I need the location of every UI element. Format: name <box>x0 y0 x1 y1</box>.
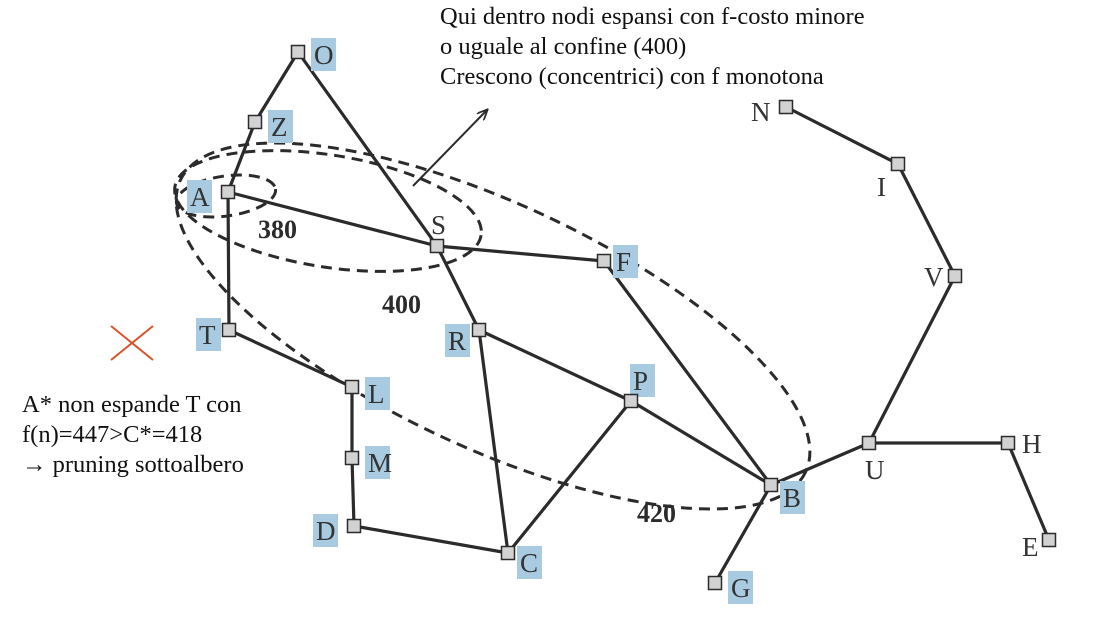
node-label-b: B <box>783 483 801 513</box>
edge-i-n <box>785 105 899 166</box>
note-line: A* non espande T con <box>22 391 242 418</box>
node-label-highlight-c <box>517 546 542 579</box>
contour-label-400: 400 <box>382 290 421 319</box>
graph-edges <box>226 51 1051 584</box>
edge-b-g <box>713 484 773 584</box>
node-p <box>623 393 639 409</box>
edge-m-d <box>350 457 356 527</box>
expanded-nodes-note: Qui dentro nodi espansi con f-costo mino… <box>440 2 865 92</box>
node-u <box>861 435 877 451</box>
node-label-highlight-l <box>365 377 390 410</box>
edge-t-l <box>228 328 353 389</box>
edge-o-s <box>296 51 439 247</box>
node-label-d: D <box>316 516 336 546</box>
node-n <box>778 99 794 115</box>
edge-p-c <box>506 399 633 555</box>
contour-400 <box>173 149 483 273</box>
node-f <box>596 253 612 269</box>
arrow-icon <box>412 110 487 187</box>
node-label-g: G <box>731 573 751 603</box>
node-label-f: F <box>616 247 631 277</box>
contour-label-420: 420 <box>637 499 676 528</box>
node-r <box>471 322 487 338</box>
node-label-n: N <box>751 97 771 127</box>
contour-420 <box>174 141 812 511</box>
node-label-v: V <box>924 262 944 292</box>
node-d <box>346 518 362 534</box>
edge-a-t <box>226 191 231 331</box>
node-label-z: Z <box>271 112 288 142</box>
edge-f-b <box>602 260 773 486</box>
edge-r-p <box>478 328 632 403</box>
node-label-highlight-b <box>780 481 805 514</box>
pruning-note: A* non espande T con f(n)=447>C*=418 → p… <box>22 390 244 480</box>
note-line: Crescono (concentrici) con f monotona <box>440 63 824 90</box>
node-label-highlight-d <box>313 514 338 547</box>
edge-o-z <box>253 51 300 123</box>
node-label-e: E <box>1022 532 1039 562</box>
graph-nodes: O Z A S F T R L M D C P B G U H E V I N <box>187 38 1057 604</box>
note-line: f(n)=447>C*=418 <box>22 421 203 448</box>
edge-h-e <box>1006 442 1051 541</box>
node-label-p: P <box>633 366 648 396</box>
note-line: o uguale al confine (400) <box>440 33 687 60</box>
node-z <box>247 114 263 130</box>
edge-a-s <box>227 190 438 248</box>
node-label-highlight-r <box>445 324 470 357</box>
node-label-a: A <box>190 182 210 212</box>
edge-r-c <box>477 329 510 554</box>
node-label-l: L <box>368 379 385 409</box>
node-label-highlight-p <box>630 364 655 397</box>
node-b <box>763 477 779 493</box>
node-label-highlight-m <box>365 446 390 479</box>
contours: 380 400 420 <box>173 141 812 528</box>
node-o <box>290 44 306 60</box>
edge-p-b <box>630 399 772 487</box>
node-v <box>947 268 963 284</box>
node-label-highlight-t <box>196 318 221 351</box>
node-label-c: C <box>520 548 538 578</box>
node-label-o: O <box>314 40 334 70</box>
node-label-highlight-a <box>187 180 212 213</box>
node-label-highlight-z <box>268 110 293 143</box>
node-e <box>1041 532 1057 548</box>
edge-z-a <box>226 121 257 193</box>
node-m <box>344 450 360 466</box>
node-g <box>707 575 723 591</box>
node-i <box>890 156 906 172</box>
x-mark-icon <box>110 325 154 361</box>
node-label-highlight-o <box>311 38 336 71</box>
node-label-h: H <box>1022 429 1042 459</box>
note-line: Qui dentro nodi espansi con f-costo mino… <box>440 3 865 30</box>
edge-b-u <box>770 441 870 487</box>
node-label-u: U <box>865 455 885 485</box>
edge-u-v <box>867 275 957 444</box>
node-l <box>344 379 360 395</box>
node-s <box>429 238 445 254</box>
node-label-m: M <box>368 448 392 478</box>
contour-label-380: 380 <box>258 215 297 244</box>
node-label-highlight-g <box>728 571 753 604</box>
node-label-r: R <box>448 326 466 356</box>
edge-v-i <box>896 163 957 277</box>
node-h <box>1000 435 1016 451</box>
note-line: → pruning sottoalbero <box>22 451 244 478</box>
node-c <box>500 545 516 561</box>
node-label-s: S <box>431 210 446 240</box>
edge-d-c <box>353 524 509 555</box>
node-t <box>221 322 237 338</box>
node-label-highlight-f <box>613 245 638 278</box>
edge-s-f <box>436 244 605 263</box>
node-label-t: T <box>199 320 216 350</box>
edge-s-r <box>435 245 481 331</box>
node-a <box>220 184 236 200</box>
node-label-i: I <box>877 172 886 202</box>
